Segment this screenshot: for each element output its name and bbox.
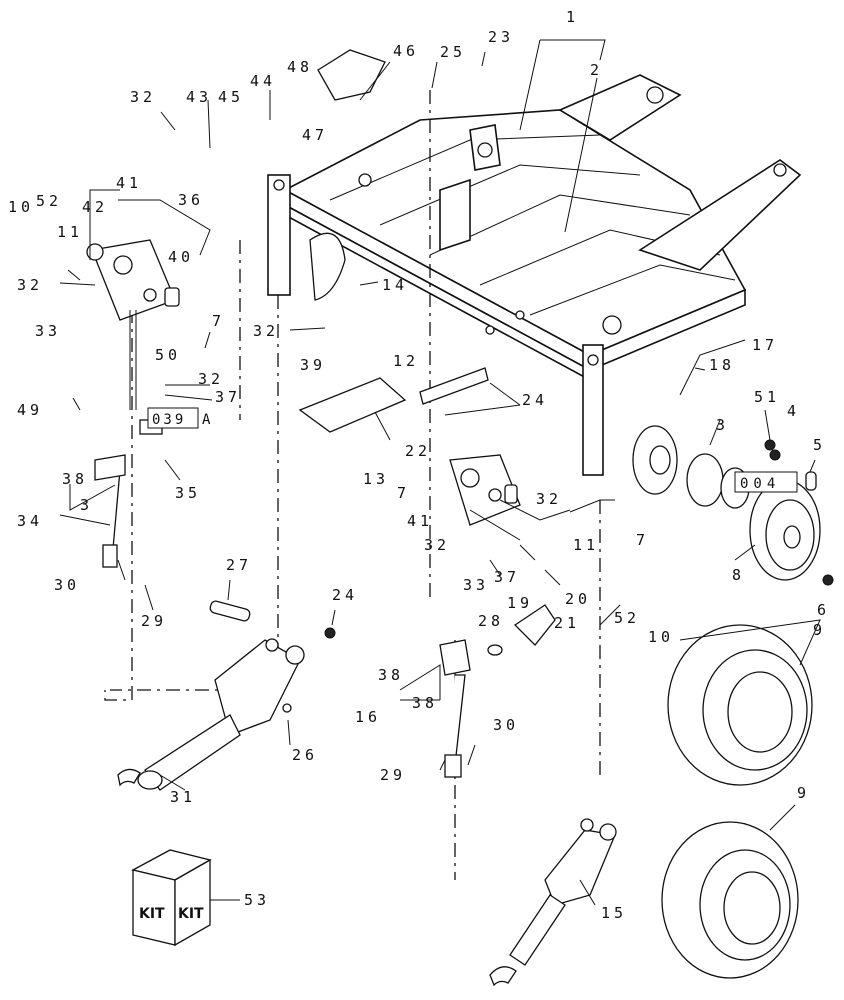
callout-38b: 38 [378, 666, 404, 684]
callout-24a: 24 [522, 391, 548, 409]
callout-14: 14 [382, 276, 408, 294]
callout-35: 35 [175, 484, 201, 502]
callout-6: 6 [817, 601, 830, 619]
callout-21: 21 [554, 614, 580, 632]
kit-label-1: KIT [139, 906, 165, 922]
main-frame [267, 49, 802, 476]
callout-3a: 3 [716, 416, 729, 434]
callout-28: 28 [478, 612, 504, 630]
callout-20: 20 [565, 590, 591, 608]
callout-29a: 29 [141, 612, 167, 630]
callout-37a: 37 [215, 388, 241, 406]
callout-9b: 9 [797, 784, 810, 802]
callout-39: 39 [300, 356, 326, 374]
callout-1: 1 [566, 8, 579, 26]
right-parallel-link [489, 818, 617, 987]
callout-49: 49 [17, 401, 43, 419]
callout-48: 48 [287, 58, 313, 76]
reference-box-004: 004 [734, 471, 798, 493]
callout-30a: 30 [54, 576, 80, 594]
leader-lines [59, 39, 821, 906]
callout-41b: 41 [407, 512, 433, 530]
callout-4: 4 [787, 402, 800, 420]
callout-44: 44 [250, 72, 276, 90]
callout-47: 47 [302, 126, 328, 144]
ref-004-text: 004 [740, 476, 780, 492]
callout-38c: 38 [412, 694, 438, 712]
callout-29b: 29 [380, 766, 406, 784]
callout-5: 5 [813, 436, 826, 454]
callout-19: 19 [507, 594, 533, 612]
callout-53: 53 [244, 891, 270, 909]
callout-3b: 3 [80, 496, 93, 514]
callout-32f: 32 [424, 536, 450, 554]
callout-31: 31 [170, 788, 196, 806]
callout-32a: 32 [130, 88, 156, 106]
callout-43: 43 [186, 88, 212, 106]
callout-11a: 11 [57, 223, 83, 241]
tyre-lug [661, 821, 799, 979]
callout-34: 34 [17, 512, 43, 530]
callout-24b: 24 [332, 586, 358, 604]
callout-15: 15 [601, 904, 627, 922]
callout-7b: 7 [397, 484, 410, 502]
callout-52b: 52 [614, 609, 640, 627]
callout-46: 46 [393, 42, 419, 60]
callout-33a: 33 [35, 322, 61, 340]
callout-32c: 32 [253, 322, 279, 340]
callout-10b: 10 [648, 628, 674, 646]
callout-32b: 32 [17, 276, 43, 294]
callout-12: 12 [393, 352, 419, 370]
callout-8: 8 [732, 566, 745, 584]
callout-26: 26 [292, 746, 318, 764]
callout-32d: 32 [198, 370, 224, 388]
right-arm-bracket [439, 454, 556, 778]
callout-50: 50 [155, 346, 181, 364]
callout-7c: 7 [636, 531, 649, 549]
callout-9a: 9 [813, 621, 826, 639]
kit-label-2: KIT [178, 906, 204, 922]
reference-box-039: 039 A [147, 407, 214, 429]
callout-40: 40 [168, 248, 194, 266]
callout-37b: 37 [494, 568, 520, 586]
left-arm-bracket [86, 239, 180, 568]
callout-45: 45 [218, 88, 244, 106]
kit-box: KIT KIT [131, 849, 212, 947]
callout-2a: 2 [590, 61, 603, 79]
ref-039-text: 039 [152, 412, 186, 428]
callout-52a: 52 [36, 192, 62, 210]
callout-10a: 10 [8, 198, 34, 216]
tyre-turf [667, 624, 813, 786]
callout-11b: 11 [573, 536, 599, 554]
callout-38a: 38 [62, 470, 88, 488]
callout-42: 42 [82, 198, 108, 216]
callout-labels: 1 2 23 25 46 48 44 43 45 47 32 36 41 42 … [8, 8, 830, 922]
callout-30b: 30 [493, 716, 519, 734]
callout-41a: 41 [116, 174, 142, 192]
callout-33b: 33 [463, 576, 489, 594]
callout-25: 25 [440, 43, 466, 61]
ref-039-suffix: A [202, 412, 214, 428]
hub-and-wheel [632, 425, 834, 586]
callout-18: 18 [709, 356, 735, 374]
callout-51: 51 [754, 388, 780, 406]
shields-and-plates [298, 232, 489, 433]
callout-7a: 7 [212, 312, 225, 330]
callout-23: 23 [488, 28, 514, 46]
callout-22: 22 [405, 442, 431, 460]
callout-16: 16 [355, 708, 381, 726]
callout-27: 27 [226, 556, 252, 574]
left-parallel-link [117, 600, 336, 791]
callout-32e: 32 [536, 490, 562, 508]
callout-13: 13 [363, 470, 389, 488]
callout-17: 17 [752, 336, 778, 354]
callout-36: 36 [178, 191, 204, 209]
